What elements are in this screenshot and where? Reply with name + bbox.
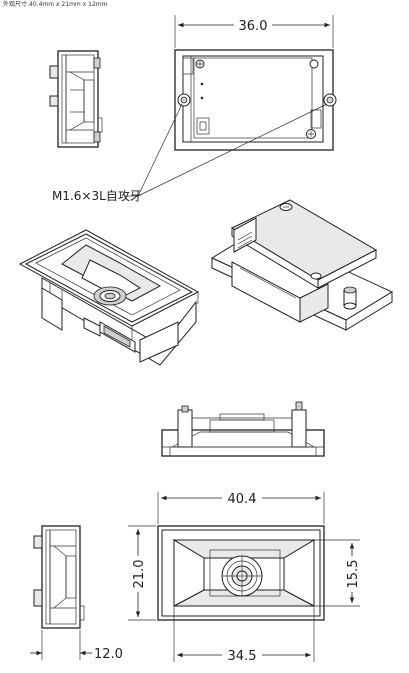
isometric-back-view — [210, 199, 394, 331]
front-view-middle — [161, 401, 325, 457]
back-view-top-right: 36.0 — [174, 15, 337, 151]
screw-callout: M1.6×3L自攻牙 — [52, 103, 328, 203]
side-view-bottom-left: 12.0 — [30, 525, 123, 662]
dim-side-depth: 12.0 — [94, 647, 123, 662]
isometric-front-view — [18, 229, 200, 366]
dim-bottom-height: 21.0 — [132, 560, 147, 589]
top-view-bottom-right: 40.4 21.0 15.5 34.5 — [128, 492, 361, 664]
side-view-top-left — [49, 50, 103, 148]
screw-label: M1.6×3L自攻牙 — [52, 189, 142, 203]
dim-bottom-width: 40.4 — [228, 492, 257, 507]
header-note: 外观尺寸:40.4mm x 21mm x 12mm — [3, 0, 108, 8]
dim-window-height: 15.5 — [346, 560, 361, 589]
dim-top-width: 36.0 — [239, 19, 268, 34]
dim-window-width: 34.5 — [228, 649, 257, 664]
